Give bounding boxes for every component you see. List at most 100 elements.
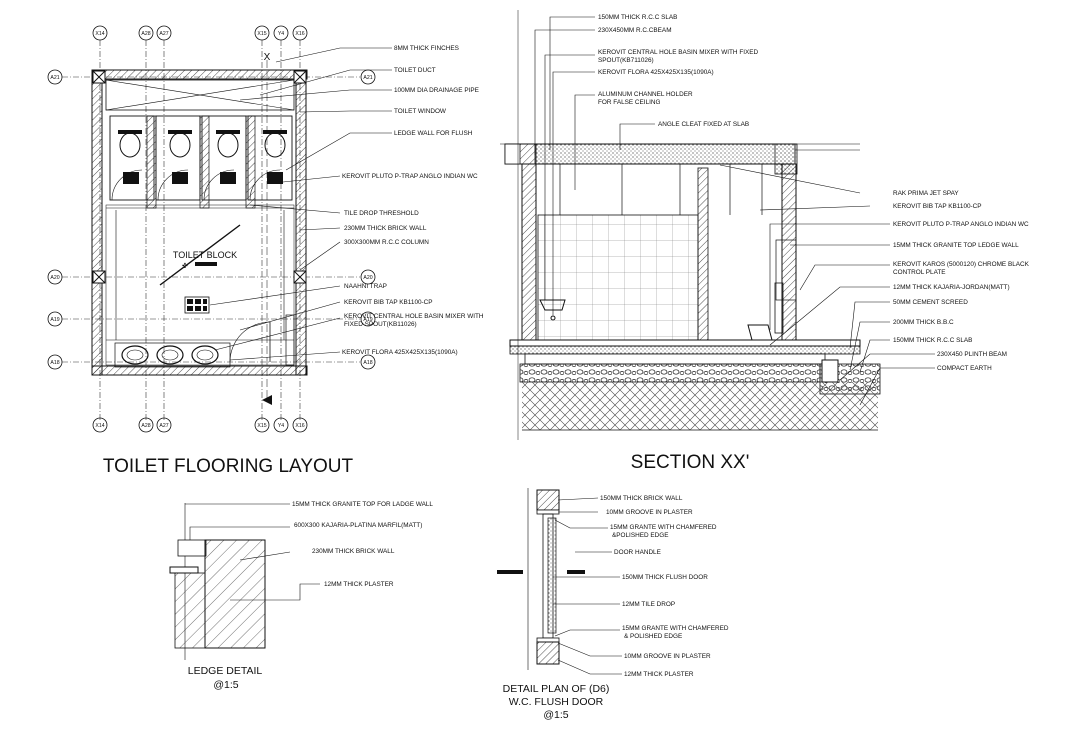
svg-text:A21: A21	[50, 75, 59, 81]
section-leaders	[534, 16, 935, 406]
pcc-layer	[519, 363, 821, 383]
section-label: FOR FALSE CEILING	[598, 99, 661, 106]
section-arrow-bottom	[262, 395, 272, 405]
plan-floor: TOILET BLOCK ✜ X	[105, 52, 295, 405]
door-detail-title-line1: DETAIL PLAN OF (D6)	[503, 683, 610, 695]
section-label: SPOUT(KB711026)	[598, 57, 654, 64]
svg-text:A27: A27	[159, 423, 168, 429]
grid-bubbles-bottom: X14 A28 A27 X15 Y4 X16	[92, 417, 308, 433]
section-label: 150MM THICK R.C.C SLAB	[598, 14, 677, 21]
plan-label: TOILET DUCT	[394, 67, 436, 74]
door-label: & POLISHED EDGE	[624, 633, 682, 640]
section-label: KEROVIT PLUTO P-TRAP ANGLO INDIAN WC	[893, 221, 1029, 228]
toilet-block-label: TOILET BLOCK	[173, 250, 237, 260]
section-label: CONTROL PLATE	[893, 269, 946, 276]
section-right-annotations: RAK PRIMA JET SPAY KEROVIT BIB TAP KB110…	[893, 190, 1030, 372]
compact-earth	[522, 382, 878, 430]
grid-bubbles-left: A21 A20 A19 A18	[47, 69, 63, 370]
svg-text:X16: X16	[295, 423, 304, 429]
plan-label: 300X300MM R.C.C COLUMN	[344, 239, 429, 246]
svg-text:A28: A28	[141, 423, 150, 429]
plan-label: 230MM THICK BRICK WALL	[344, 225, 427, 232]
door-handle-left	[497, 570, 523, 574]
section-label: 15MM THICK GRANITE TOP LEDGE WALL	[893, 242, 1019, 249]
svg-text:Y4: Y4	[278, 31, 284, 37]
svg-text:A28: A28	[141, 31, 150, 37]
svg-text:A19: A19	[363, 317, 372, 323]
plan-title: TOILET FLOORING LAYOUT	[103, 456, 354, 477]
svg-text:A19: A19	[50, 317, 59, 323]
svg-text:X14: X14	[95, 31, 104, 37]
plan-label: KEROVIT CENTRAL HOLE BASIN MIXER WITH	[344, 313, 484, 320]
section-top-annotations: 150MM THICK R.C.C SLAB 230X450MM R.C.CBE…	[598, 14, 759, 128]
door-handle-right	[567, 570, 585, 574]
section-label: 12MM THICK KAJARIA-JORDAN(MATT)	[893, 284, 1010, 291]
door-label: DOOR HANDLE	[614, 549, 661, 556]
ledge-detail-scale: @1:5	[213, 679, 238, 691]
door-detail-plan: 150MM THICK BRICK WALL 10MM GROOVE IN PL…	[497, 488, 729, 721]
section-label: ALUMINUM CHANNEL HOLDER	[598, 91, 693, 98]
plan-label: LEDGE WALL FOR FLUSH	[394, 130, 473, 137]
door-label: 10MM GROOVE IN PLASTER	[624, 653, 711, 660]
door-label: 15MM GRANTE WITH CHAMFERED	[622, 625, 729, 632]
grid-bubbles-top: X14 A28 A27 X15 Y4 X16	[92, 25, 308, 41]
door-label: 150MM THICK FLUSH DOOR	[622, 574, 708, 581]
section-label: RAK PRIMA JET SPAY	[893, 190, 959, 197]
plan-label: 100MM DIA DRAINAGE PIPE	[394, 87, 479, 94]
section-label: 230X450 PLINTH BEAM	[937, 351, 1007, 358]
plan-label: NAAHNI TRAP	[344, 283, 387, 290]
toilet-flooring-plan: X14 A28 A27 X15 Y4 X16 X14 A28 A27 X15 Y…	[47, 25, 484, 477]
basin	[539, 299, 566, 311]
door-label: 12MM THICK PLASTER	[624, 671, 694, 678]
grid-bubbles-right: A21 A20 A19 A18	[360, 69, 376, 370]
plan-label: KEROVIT PLUTO P-TRAP ANGLO INDIAN WC	[342, 173, 478, 180]
section-label: 200MM THICK B.B.C	[893, 319, 954, 326]
svg-text:A18: A18	[50, 360, 59, 366]
svg-text:X16: X16	[295, 31, 304, 37]
svg-text:Y4: Y4	[278, 423, 284, 429]
section-label: KEROVIT FLORA 425X425X135(1090A)	[598, 69, 714, 76]
ledge-leaders	[185, 503, 320, 601]
plan-label: KEROVIT BIB TAP KB1100-CP	[344, 299, 433, 306]
section-label: 150MM THICK R.C.C SLAB	[893, 337, 972, 344]
plan-leader-lines	[209, 47, 392, 361]
ledge-label: 12MM THICK PLASTER	[324, 581, 394, 588]
ledge-label: 15MM THICK GRANITE TOP FOR LADGE WALL	[292, 501, 433, 508]
ledge-detail: 15MM THICK GRANITE TOP FOR LADGE WALL 60…	[169, 501, 433, 691]
section-label: KEROVIT KAROS (5000120) CHROME BLACK	[893, 261, 1030, 268]
door-label: 15MM GRANTE WITH CHAMFERED	[610, 524, 717, 531]
door-leaders	[553, 497, 622, 675]
plan-label: FIXED SPOUT(KB11026)	[344, 321, 417, 328]
section-label: ANGLE CLEAT FIXED AT SLAB	[658, 121, 749, 128]
section-title: SECTION XX'	[631, 452, 750, 473]
svg-text:✜: ✜	[182, 262, 188, 270]
door-label: 10MM GROOVE IN PLASTER	[606, 509, 693, 516]
door-detail-scale: @1:5	[543, 709, 568, 721]
wc-pan	[747, 324, 773, 341]
svg-text:A21: A21	[363, 75, 372, 81]
ledge-detail-title: LEDGE DETAIL	[188, 665, 263, 677]
ledge-label: 230MM THICK BRICK WALL	[312, 548, 395, 555]
section-label: 230X450MM R.C.CBEAM	[598, 27, 672, 34]
svg-text:A20: A20	[50, 275, 59, 281]
section-marker-top: X	[264, 52, 271, 63]
wc-cubicles	[109, 115, 293, 209]
plan-label: 8MM THICK FINCHES	[394, 45, 459, 52]
svg-text:X15: X15	[257, 31, 266, 37]
svg-text:A27: A27	[159, 31, 168, 37]
svg-text:A18: A18	[363, 360, 372, 366]
plan-label: TILE DROP THRESHOLD	[344, 210, 419, 217]
door-label: 12MM TILE DROP	[622, 601, 675, 608]
section-xx: 150MM THICK R.C.C SLAB 230X450MM R.C.CBE…	[500, 10, 1030, 473]
section-label: KEROVIT BIB TAP KB1100-CP	[893, 203, 982, 210]
floor-tile-layer	[509, 339, 861, 347]
door-label: &POLISHED EDGE	[612, 532, 668, 539]
door-label: 150MM THICK BRICK WALL	[600, 495, 683, 502]
section-label: KEROVIT CENTRAL HOLE BASIN MIXER WITH FI…	[598, 49, 759, 56]
svg-text:X14: X14	[95, 423, 104, 429]
door-detail-title-line2: W.C. FLUSH DOOR	[509, 696, 604, 708]
section-label: 50MM CEMENT SCREED	[893, 299, 968, 306]
rcc-slab	[504, 143, 796, 165]
plan-annotations: 8MM THICK FINCHES TOILET DUCT 100MM DIA …	[342, 45, 484, 356]
